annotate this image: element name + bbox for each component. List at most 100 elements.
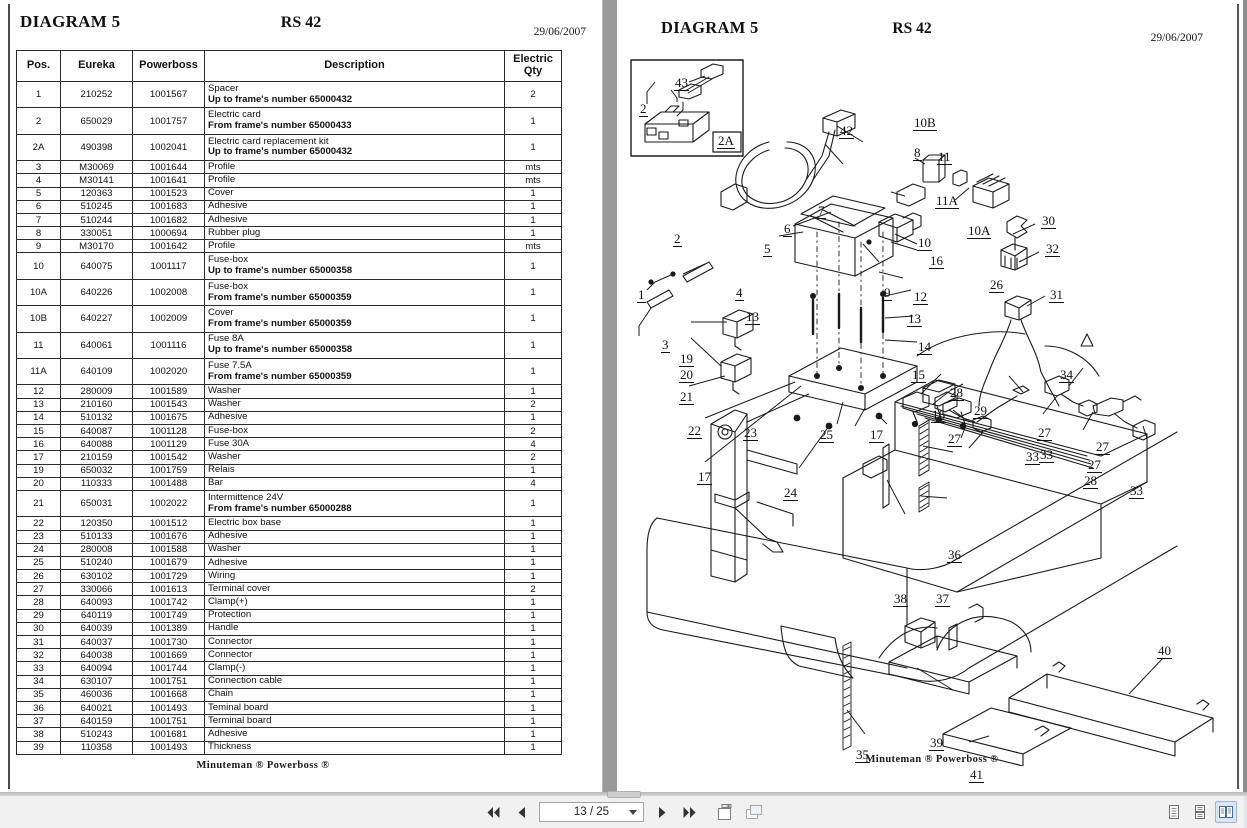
next-page-icon	[658, 806, 665, 818]
cell-eureka: 510132	[60, 410, 133, 426]
pages-container[interactable]: DIAGRAM 5 RS 42 29/06/2007 Pos. Eureka P…	[0, 0, 1247, 795]
page-number-select[interactable]: 13 / 25	[539, 802, 644, 822]
fit-width-button[interactable]	[743, 802, 764, 823]
description-main: Adhesive	[208, 556, 248, 568]
cell-description: Handle	[204, 621, 505, 637]
cell-pos: 31	[16, 635, 61, 650]
cell-powerboss: 1001116	[132, 331, 205, 360]
cell-qty: 1	[504, 226, 562, 241]
facing-pages-view-button[interactable]	[1215, 801, 1237, 823]
fit-page-button[interactable]	[715, 802, 736, 823]
diagram-label-right: DIAGRAM 5	[661, 18, 759, 37]
page-left-parts-list[interactable]: DIAGRAM 5 RS 42 29/06/2007 Pos. Eureka P…	[0, 0, 603, 795]
cell-powerboss: 1001512	[132, 516, 205, 531]
last-page-button[interactable]	[679, 802, 700, 823]
single-page-view-button[interactable]	[1163, 801, 1185, 823]
cell-powerboss: 1002022	[132, 489, 205, 518]
cell-qty: 1	[504, 278, 562, 307]
cell-pos: 23	[16, 529, 61, 544]
cell-eureka: 650032	[60, 463, 133, 478]
next-page-button[interactable]	[651, 802, 672, 823]
description-main: Intermittence 24V	[208, 491, 284, 503]
previous-page-button[interactable]	[511, 802, 532, 823]
cell-qty: 1	[504, 199, 562, 214]
first-page-button[interactable]	[483, 802, 504, 823]
cell-description: Adhesive	[204, 212, 505, 228]
page-divider	[603, 0, 617, 795]
page-navigation-group: 13 / 25	[483, 802, 764, 823]
col-header-powerboss: Powerboss	[132, 50, 205, 82]
cell-description: Cover	[204, 186, 505, 201]
document-header: DIAGRAM 5 RS 42 29/06/2007	[16, 10, 586, 46]
toolbar-grip-handle[interactable]	[606, 791, 641, 798]
cell-pos: 13	[16, 397, 61, 412]
cell-eureka: M30141	[60, 173, 133, 188]
description-main: Wiring	[208, 569, 236, 581]
cell-qty: 1	[504, 700, 562, 716]
cell-qty: 1	[504, 595, 562, 610]
continuous-view-button[interactable]	[1189, 801, 1211, 823]
cell-pos: 28	[16, 595, 61, 610]
description-main: Washer	[208, 451, 241, 462]
cell-description: Connector	[204, 635, 505, 650]
description-note: From frame's number 65000433	[208, 120, 352, 132]
col-header-pos: Pos.	[16, 50, 61, 82]
description-note: Up to frame's number 65000432	[208, 146, 353, 158]
description-main: Thickness	[208, 741, 252, 753]
cell-qty: 1	[504, 661, 562, 676]
cell-powerboss: 1001675	[132, 410, 205, 426]
cell-qty: 1	[504, 555, 562, 571]
page-right-diagram[interactable]: DIAGRAM 5 RS 42 29/06/2007	[617, 0, 1247, 795]
cell-description: Adhesive	[204, 199, 505, 214]
description-main: Rubber plug	[208, 226, 261, 238]
cell-pos: 6	[16, 199, 61, 214]
cell-description: Profile	[204, 239, 505, 254]
description-main: Fuse 7.5A	[208, 359, 252, 371]
cell-pos: 29	[16, 608, 61, 623]
cell-pos: 27	[16, 582, 61, 597]
